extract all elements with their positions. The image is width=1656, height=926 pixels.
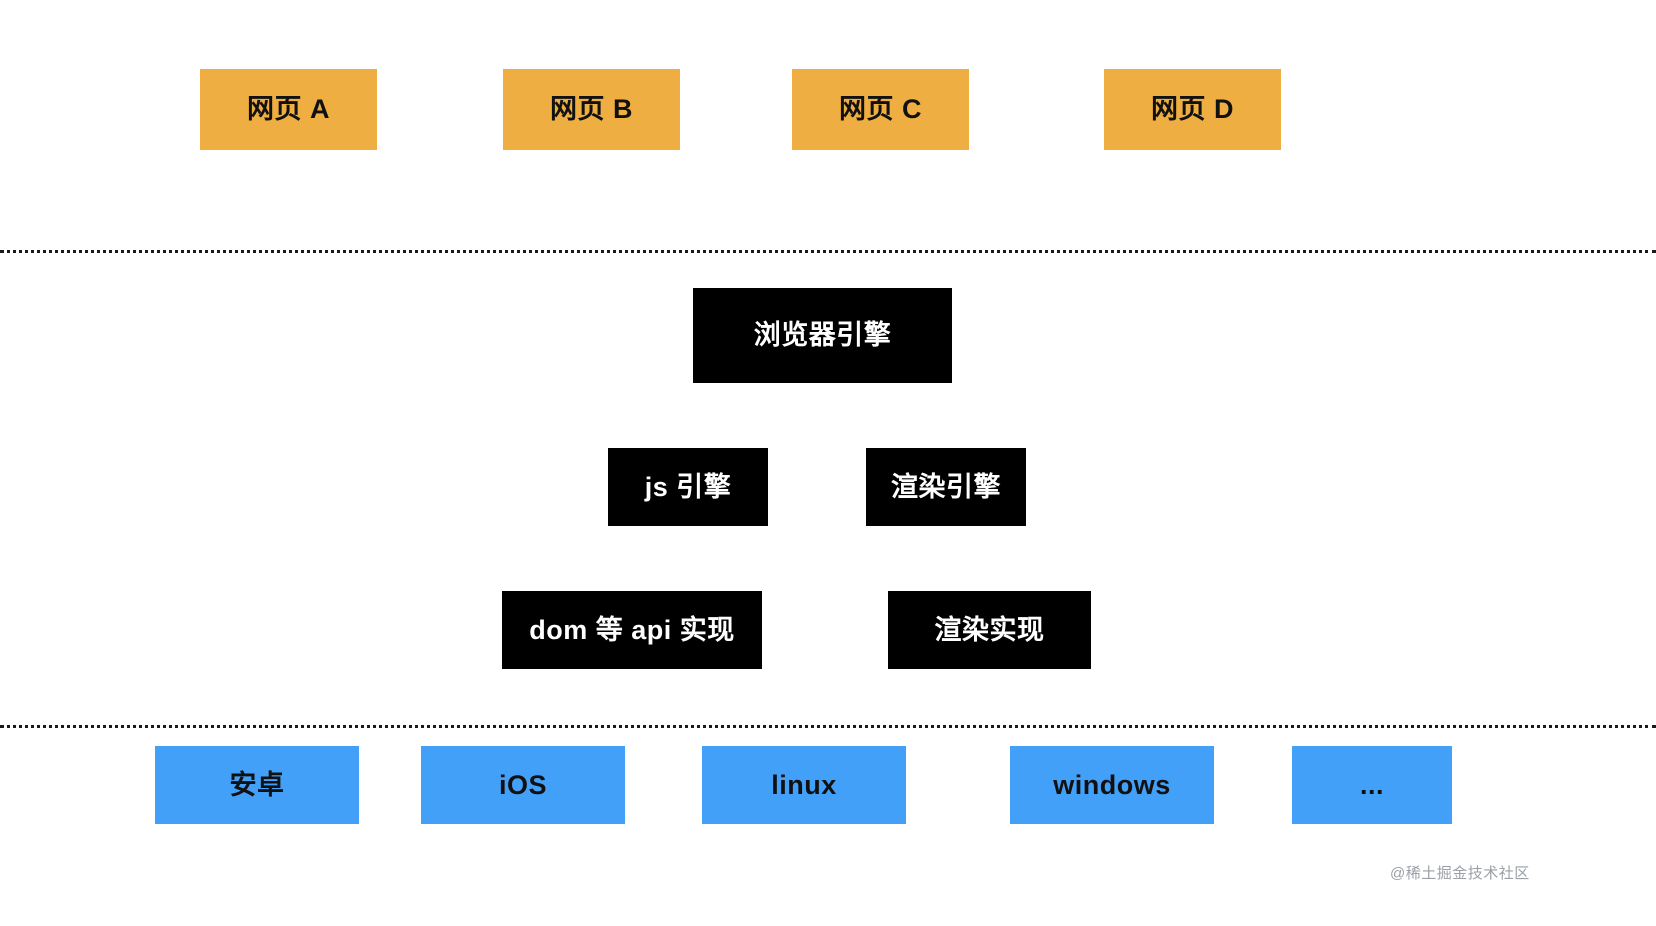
box-browser-engine: 浏览器引擎: [693, 288, 952, 383]
box-page-a: 网页 A: [200, 69, 377, 150]
box-os-windows: windows: [1010, 746, 1214, 824]
box-js-engine: js 引擎: [608, 448, 768, 526]
box-os-linux: linux: [702, 746, 906, 824]
box-render-engine: 渲染引擎: [866, 448, 1026, 526]
box-dom-api-impl: dom 等 api 实现: [502, 591, 762, 669]
divider-pages-engine: [0, 250, 1656, 253]
box-os-android: 安卓: [155, 746, 359, 824]
box-os-more: ...: [1292, 746, 1452, 824]
box-page-d: 网页 D: [1104, 69, 1281, 150]
divider-engine-os: [0, 725, 1656, 728]
box-page-b: 网页 B: [503, 69, 680, 150]
box-os-ios: iOS: [421, 746, 625, 824]
box-render-impl: 渲染实现: [888, 591, 1091, 669]
box-page-c: 网页 C: [792, 69, 969, 150]
watermark: @稀土掘金技术社区: [1390, 865, 1530, 882]
